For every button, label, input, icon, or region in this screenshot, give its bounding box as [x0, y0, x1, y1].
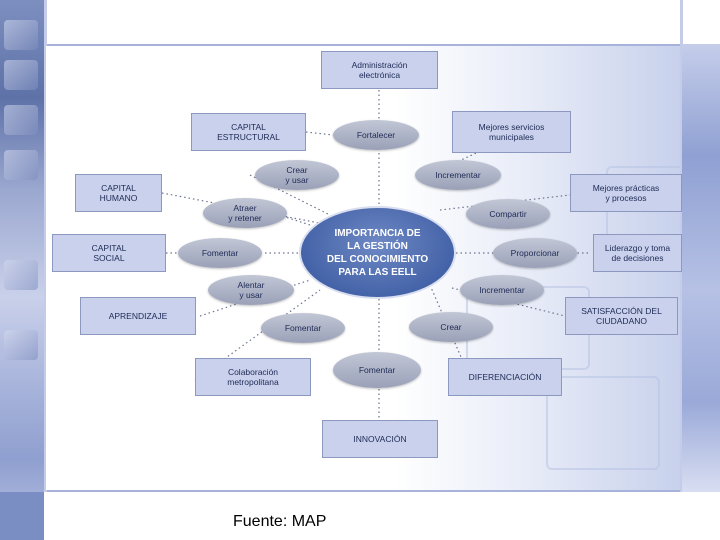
oval-compartir: Compartir: [466, 199, 550, 229]
box-mejores-practicas: Mejores prácticas y procesos: [570, 174, 682, 212]
bottom-divider-line: [44, 490, 720, 493]
oval-fomentar-lower: Fomentar: [261, 313, 345, 343]
box-capital-estructural: CAPITAL ESTRUCTURAL: [191, 113, 306, 151]
top-divider-line: [44, 44, 720, 47]
box-administracion-electronica: Administración electrónica: [321, 51, 438, 89]
oval-fomentar-left: Fomentar: [178, 238, 262, 268]
bottom-band: [44, 492, 720, 540]
keyboard-key-decoration: [4, 260, 38, 290]
right-decorative-strip: [682, 44, 720, 492]
box-satisfaccion-ciudadano: SATISFACCIÓN DEL CIUDADANO: [565, 297, 678, 335]
keyboard-key-decoration: [4, 330, 38, 360]
top-band: [44, 0, 720, 44]
keyboard-key-decoration: [4, 60, 38, 90]
keyboard-key-decoration: [4, 150, 38, 180]
oval-proporcionar: Proporcionar: [493, 238, 577, 268]
left-decorative-strip: [0, 0, 44, 540]
oval-crear-y-usar: Crear y usar: [255, 160, 339, 190]
box-capital-social: CAPITAL SOCIAL: [52, 234, 166, 272]
box-mejores-servicios: Mejores servicios municipales: [452, 111, 571, 153]
keyboard-key-decoration: [4, 105, 38, 135]
keyboard-ghost-decoration: [546, 376, 660, 470]
oval-incrementar-right: Incrementar: [460, 275, 544, 305]
oval-crear: Crear: [409, 312, 493, 342]
box-diferenciacion: DIFERENCIACIÓN: [448, 358, 562, 396]
box-colaboracion-metropolitana: Colaboración metropolitana: [195, 358, 311, 396]
source-caption: Fuente: MAP: [233, 513, 327, 530]
oval-atraer-y-retener: Atraer y retener: [203, 198, 287, 228]
box-capital-humano: CAPITAL HUMANO: [75, 174, 162, 212]
keyboard-key-decoration: [4, 20, 38, 50]
oval-incrementar-top: Incrementar: [415, 160, 501, 190]
oval-fortalecer: Fortalecer: [333, 120, 419, 150]
box-liderazgo: Liderazgo y toma de decisiones: [593, 234, 682, 272]
box-innovacion: INNOVACIÓN: [322, 420, 438, 458]
center-importancia-gestion-conocimiento: IMPORTANCIA DE LA GESTIÓN DEL CONOCIMIEN…: [299, 206, 456, 299]
left-divider-line: [44, 0, 47, 540]
bottom-left-block: [0, 492, 44, 540]
oval-alentar-y-usar: Alentar y usar: [208, 275, 294, 305]
oval-fomentar-bottom: Fomentar: [333, 352, 421, 388]
box-aprendizaje: APRENDIZAJE: [80, 297, 196, 335]
